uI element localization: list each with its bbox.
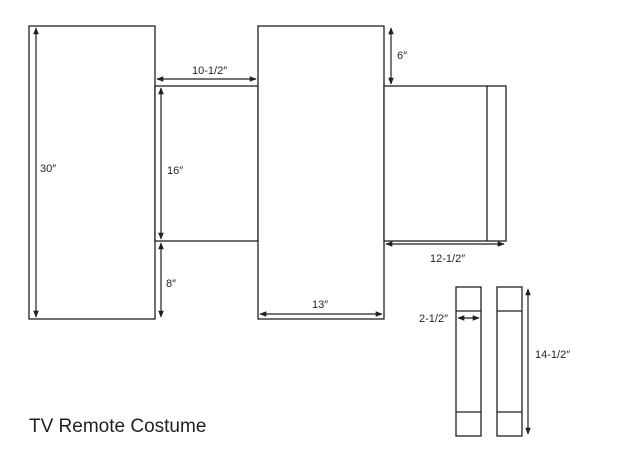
label-10-half: 10-1/2″: [192, 65, 227, 77]
label-12-half: 12-1/2″: [430, 253, 465, 265]
front-panel: [28, 25, 156, 320]
side-panel: [154, 85, 259, 242]
label-8: 8″: [166, 278, 176, 290]
label-13: 13″: [312, 299, 328, 311]
label-30: 30″: [40, 163, 56, 175]
label-16: 16″: [167, 165, 183, 177]
label-14-half: 14-1/2″: [535, 349, 570, 361]
strip-right: [496, 286, 523, 437]
label-2-half: 2-1/2″: [419, 313, 448, 325]
strip-left: [455, 286, 482, 437]
label-6: 6″: [397, 50, 407, 62]
page-title: TV Remote Costume: [29, 416, 206, 437]
flap-panel: [383, 85, 507, 242]
back-panel: [257, 25, 385, 320]
